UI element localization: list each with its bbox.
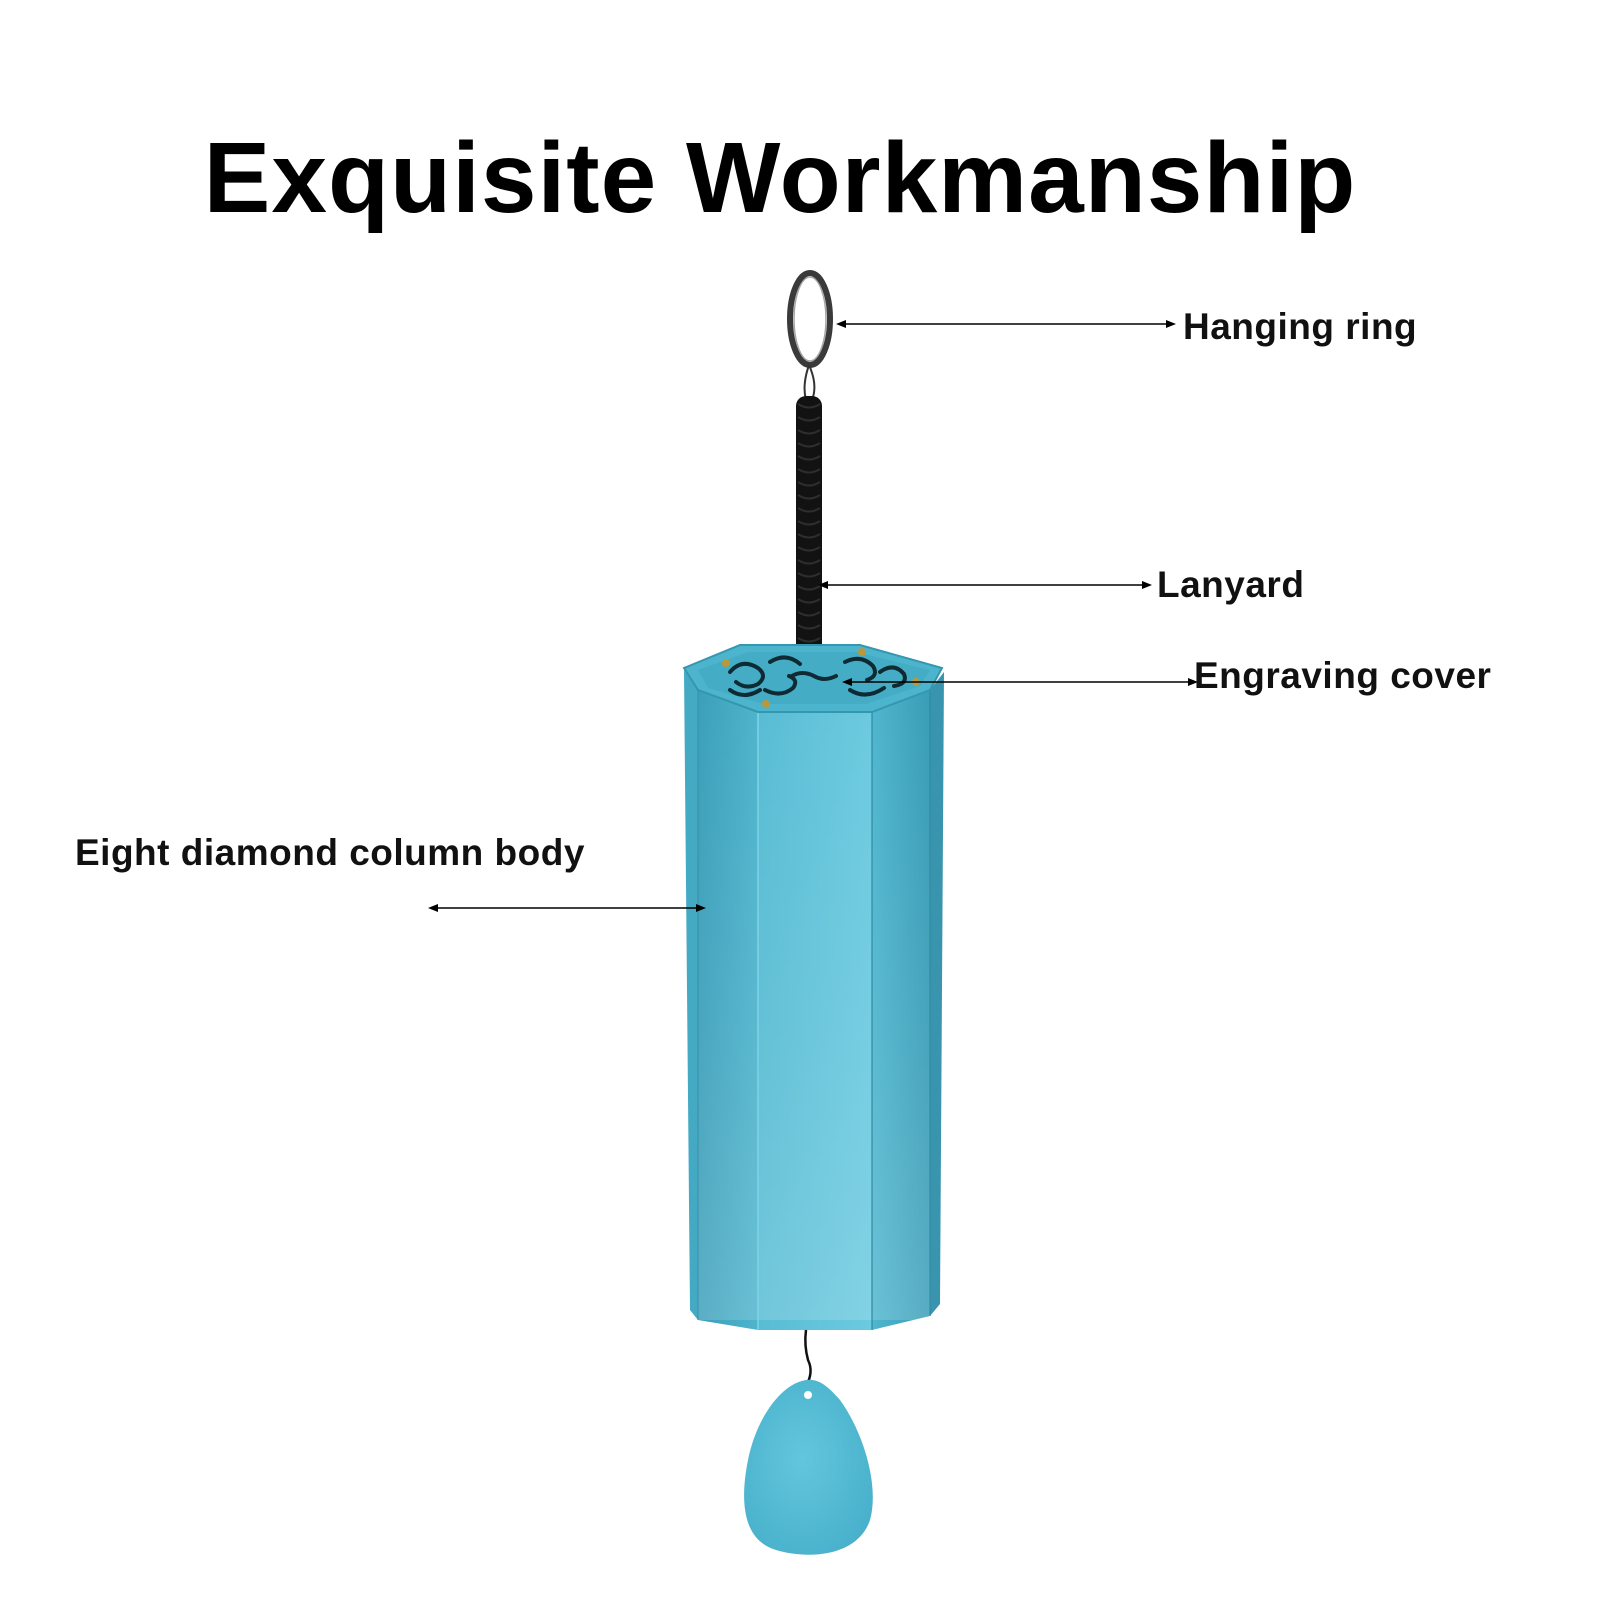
- arrow-lanyard: [818, 581, 1152, 589]
- label-lanyard: Lanyard: [1157, 564, 1305, 605]
- engraving-cover: [682, 644, 944, 713]
- arrow-engraving-cover: [842, 678, 1198, 686]
- body-face-right: [930, 672, 944, 1316]
- pendant: [744, 1329, 873, 1555]
- label-column-body: Eight diamond column body: [75, 832, 585, 873]
- pendant-sail: [744, 1379, 873, 1555]
- body-face-left: [684, 670, 698, 1320]
- annotation-arrows: [428, 320, 1198, 912]
- page-title: Exquisite Workmanship: [203, 122, 1357, 234]
- chime-body: [684, 670, 944, 1330]
- arrow-body: [428, 904, 706, 912]
- label-hanging-ring: Hanging ring: [1183, 306, 1418, 347]
- lanyard: [796, 396, 822, 664]
- label-engraving-cover: Engraving cover: [1194, 655, 1492, 696]
- wire-loop: [803, 364, 816, 401]
- arrow-hanging-ring: [836, 320, 1176, 328]
- hanging-ring: [787, 270, 833, 368]
